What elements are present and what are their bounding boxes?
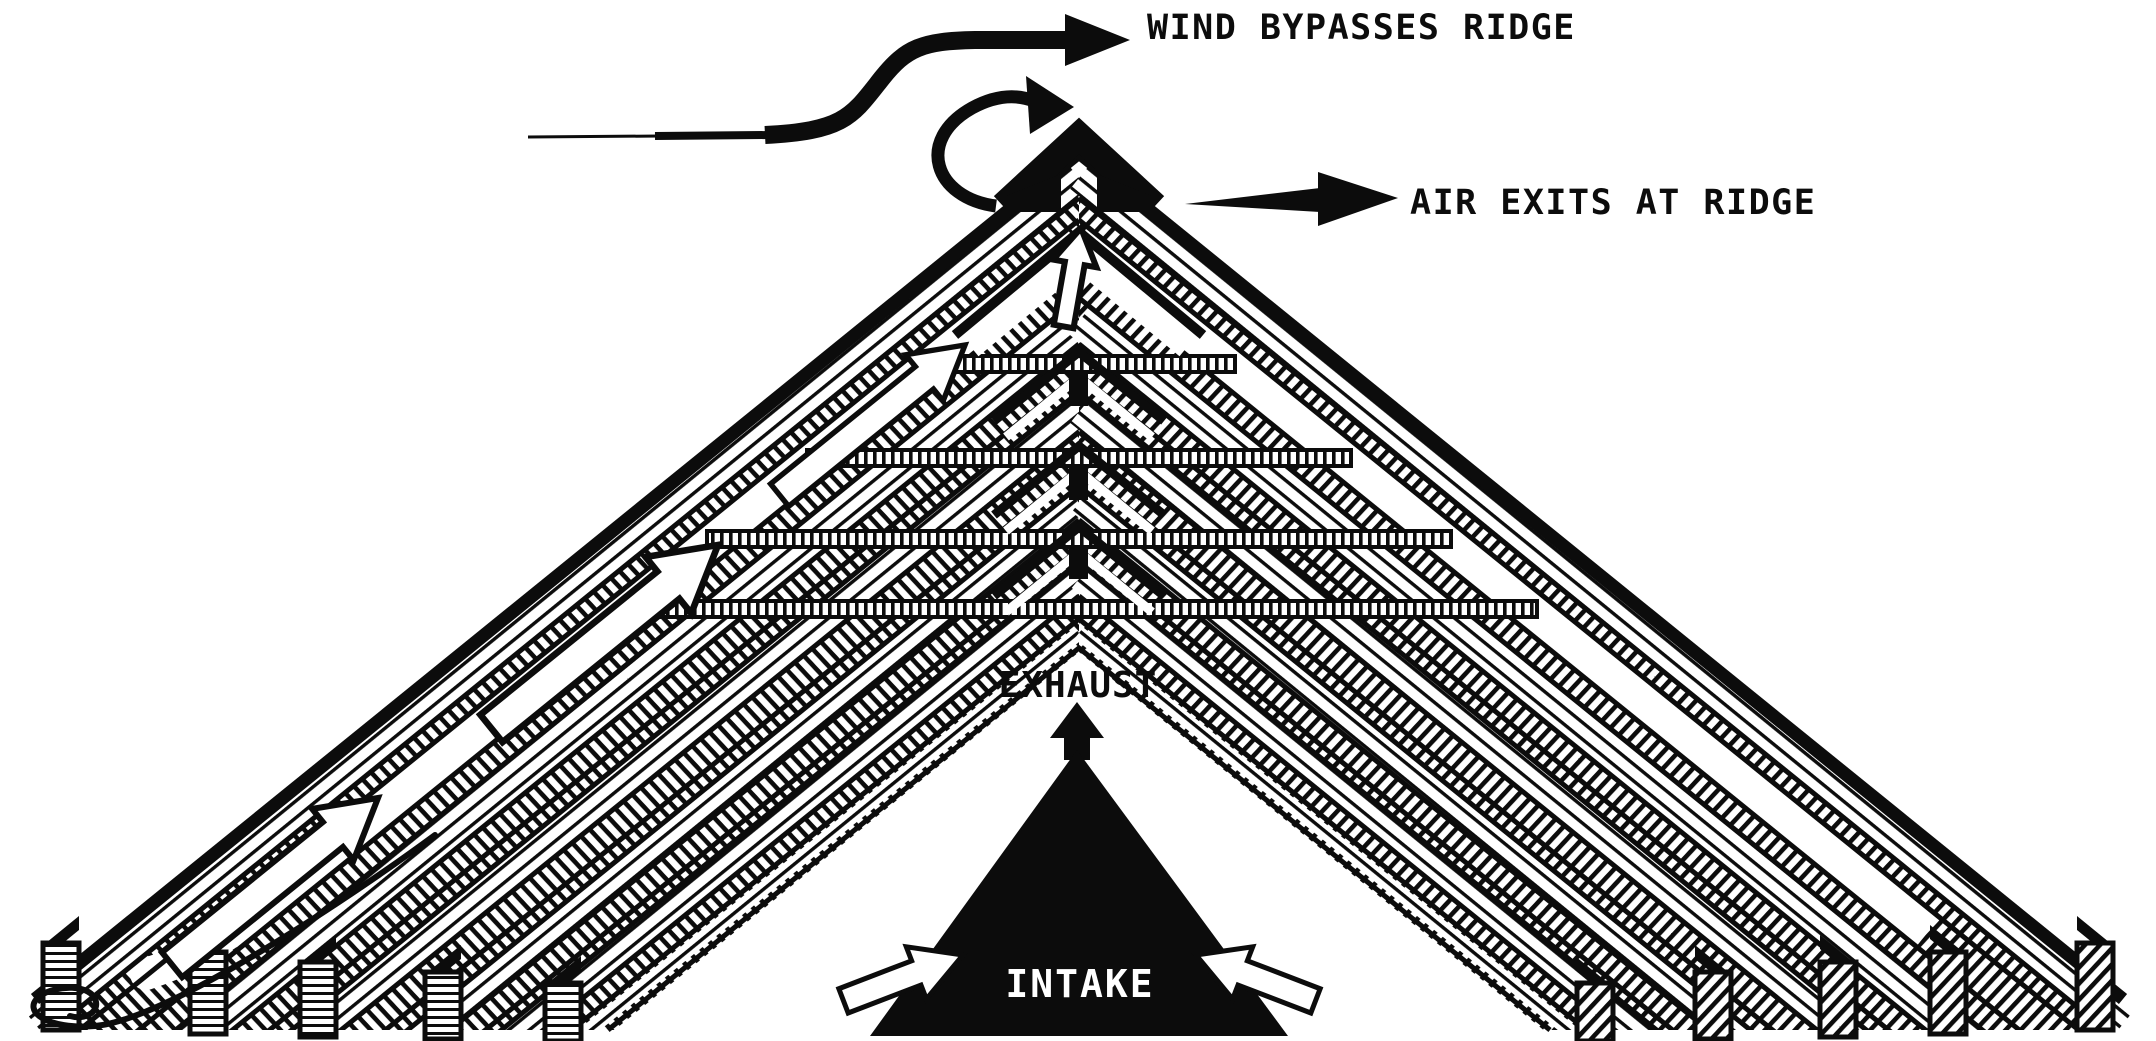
baffle-2 [991,346,1167,441]
wind-flow-tail [527,134,661,139]
baffle-3 [991,440,1167,535]
airflow-arrow [766,341,970,511]
intake-label: INTAKE [1005,962,1154,1006]
air-exit-callout: AIR EXITS AT RIDGE [1185,172,1816,226]
wind-bypass-label: WIND BYPASSES RIDGE [1147,8,1576,48]
airflow-arrows [157,341,970,982]
ridge-cap [993,117,1165,216]
curl-arrow-head [1026,76,1074,134]
curl-arrow [931,76,1074,213]
eave-steps-right [1574,916,2116,1041]
drip-edge-curl [30,832,438,1030]
air-exit-shaft [1185,188,1320,212]
baffle-4 [991,521,1167,616]
wind-flow-line [764,31,1067,144]
air-exit-arrow-head [1318,172,1398,226]
ridge-vent-arrow [1047,222,1102,332]
intake-triangle [870,750,1288,1036]
comb-strips [619,354,1539,619]
airflow-arrow [475,540,724,747]
intake-arrow-right [1191,943,1324,1017]
layer-separators [34,196,2124,1041]
exhaust-label: EXHAUST [999,665,1158,706]
roof-outer-edge [30,147,2128,1005]
vent-baffles [951,225,1207,616]
wind-flow-tail2 [654,131,771,140]
exhaust-group: EXHAUST [999,665,1158,760]
wind-arrow-head [1065,14,1130,66]
intake-arrow-left [835,943,968,1017]
wind-flow: WIND BYPASSES RIDGE [527,8,1576,144]
air-exit-label: AIR EXITS AT RIDGE [1410,183,1816,223]
intake-group: INTAKE [835,750,1324,1036]
airflow-arrow [157,794,383,982]
exhaust-arrow [1050,702,1104,738]
